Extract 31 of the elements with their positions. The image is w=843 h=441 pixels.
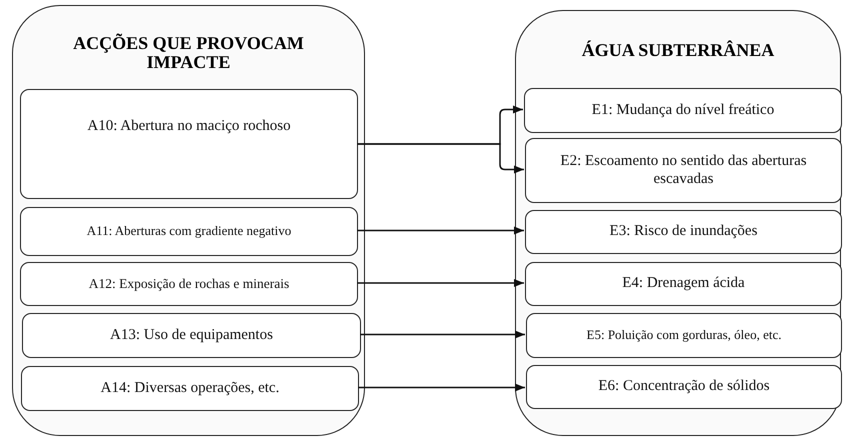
item-text: A11: Aberturas com gradiente negativo: [86, 224, 292, 239]
item-text: A12: Exposição de rochas e minerais: [88, 276, 290, 292]
item-box: [20, 262, 358, 306]
item-box: [525, 210, 842, 254]
item-box: [524, 88, 842, 133]
item-text: A10: Abertura no maciço rochoso: [87, 118, 291, 136]
item-box: [20, 89, 358, 199]
item-box: [525, 138, 842, 203]
arrow: [357, 226, 524, 234]
group-title: ÁGUA SUBTERRÂNEA: [580, 41, 776, 60]
item-text: A14: Diversas operações, etc.: [100, 380, 280, 398]
item-text: E5: Poluição com gorduras, óleo, etc.: [586, 328, 782, 343]
arrow: [358, 384, 525, 392]
arrow: [357, 279, 524, 287]
item-box: [20, 207, 358, 256]
item-text: E3: Risco de inundações: [610, 223, 758, 241]
item-box: [22, 313, 361, 358]
arrow: [357, 143, 524, 174]
item-box: [21, 366, 359, 411]
group-panel: [515, 10, 841, 436]
group-panel: [12, 5, 365, 436]
item-box: [526, 365, 842, 409]
item-text: A13: Uso de equipamentos: [110, 326, 273, 344]
group-title: ACÇÕES QUE PROVOCAM IMPACTE: [72, 34, 305, 72]
item-text: E1: Mudança do nível freático: [592, 102, 774, 120]
item-box: [526, 313, 842, 358]
item-text: E4: Drenagem ácida: [622, 275, 745, 293]
item-text: E2: Escoamento no sentido das aberturas escavadas: [559, 153, 808, 188]
item-text: E6: Concentração de sólidos: [598, 378, 770, 396]
arrow: [360, 330, 525, 338]
item-box: [525, 262, 842, 306]
